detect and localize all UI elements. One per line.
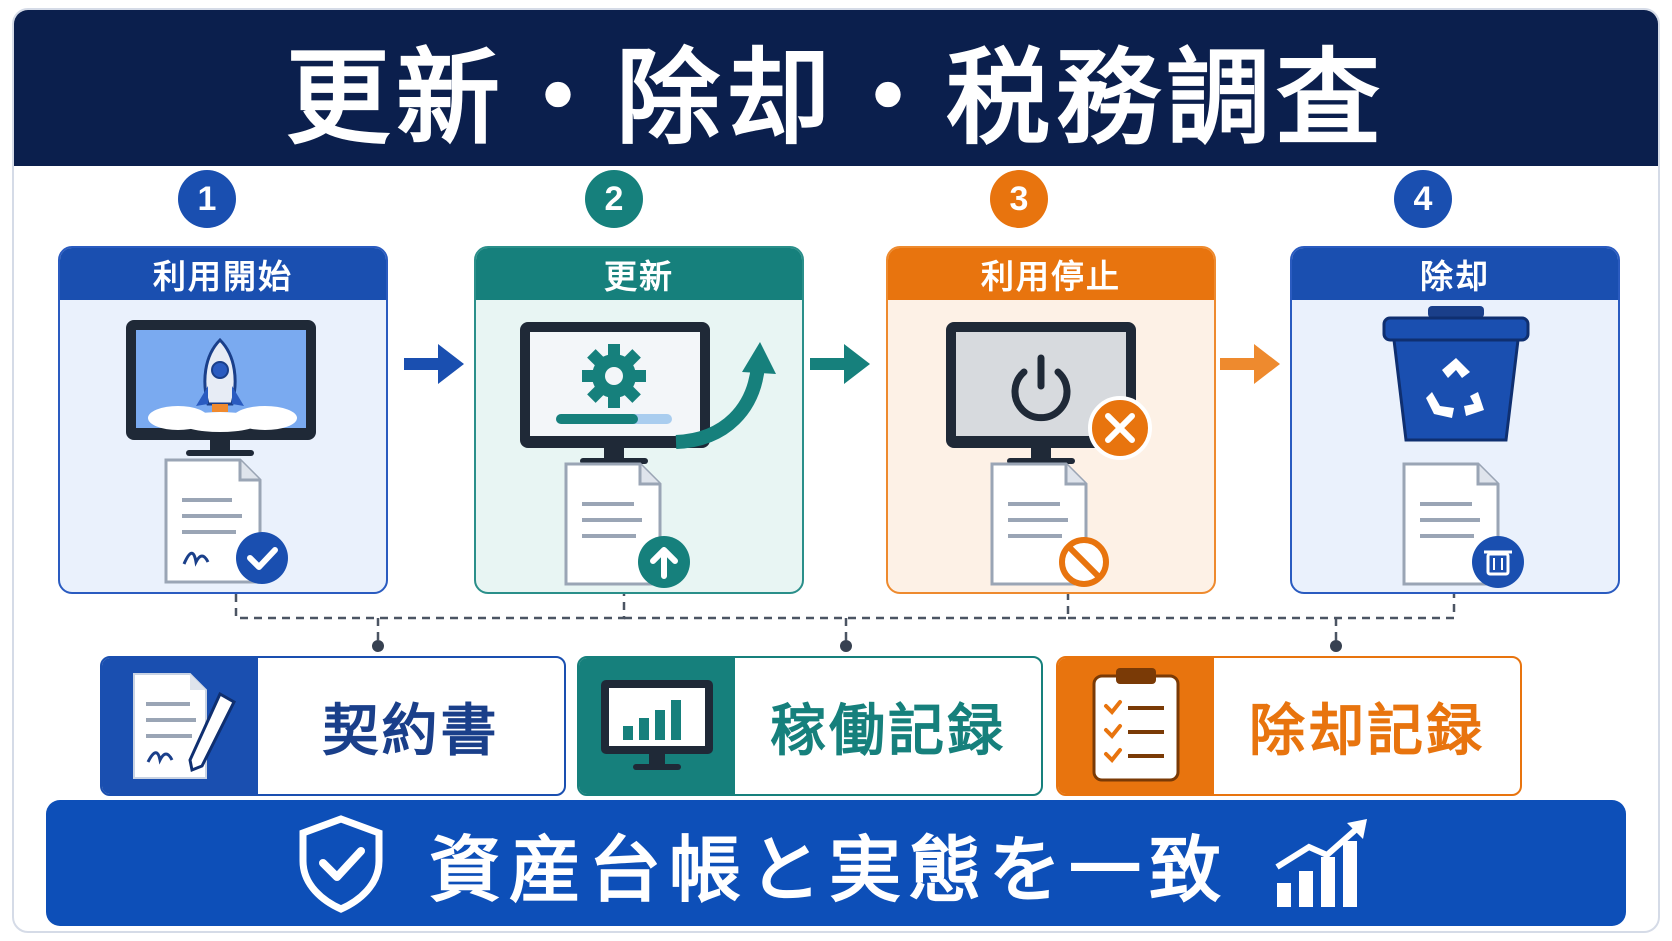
- summary-banner: 資産台帳と実態を一致: [46, 800, 1626, 926]
- record-operation-log: 稼働記録: [577, 656, 1043, 796]
- arrow-right-icon: [404, 344, 464, 384]
- arrow-right-icon: [1220, 344, 1280, 384]
- step-3-badge: 3: [990, 170, 1048, 228]
- step-2-label: 更新: [476, 248, 802, 300]
- step-card-3: 利用停止: [886, 246, 1216, 594]
- step-4-label: 除却: [1292, 248, 1618, 300]
- step-1-label: 利用開始: [60, 248, 386, 300]
- gear-monitor-update-icon: [520, 322, 776, 588]
- record-contract-label: 契約書: [322, 698, 500, 764]
- rocket-monitor-icon: [126, 320, 316, 584]
- recycle-bin-icon: [1382, 306, 1530, 588]
- step-1-badge: 1: [178, 170, 236, 228]
- step-4-badge: 4: [1394, 170, 1452, 228]
- record-disposal-label: 除却記録: [1249, 698, 1485, 764]
- step-card-2: 更新: [474, 246, 804, 594]
- summary-text: 資産台帳と実態を一致: [428, 827, 1229, 912]
- growth-chart-icon: [1275, 819, 1367, 907]
- title-bar: 更新・除却・税務調査: [14, 10, 1658, 166]
- arrow-right-icon: [810, 344, 870, 384]
- monitor-bar-chart-icon: [579, 658, 735, 794]
- power-monitor-stop-icon: [946, 322, 1152, 587]
- step-2-badge: 2: [585, 170, 643, 228]
- diagram-frame: 更新・除却・税務調査 1 2 3 4 利用開始: [12, 8, 1660, 933]
- record-disposal: 除却記録: [1056, 656, 1522, 796]
- clipboard-checklist-icon: [1058, 658, 1214, 794]
- shield-check-icon: [299, 815, 383, 913]
- step-card-4: 除却: [1290, 246, 1620, 594]
- step-card-1: 利用開始: [58, 246, 388, 594]
- record-operation-label: 稼働記録: [770, 698, 1006, 764]
- step-3-label: 利用停止: [888, 248, 1214, 300]
- contract-document-pen-icon: [102, 658, 258, 794]
- page-title: 更新・除却・税務調査: [285, 36, 1386, 159]
- record-contract: 契約書: [100, 656, 566, 796]
